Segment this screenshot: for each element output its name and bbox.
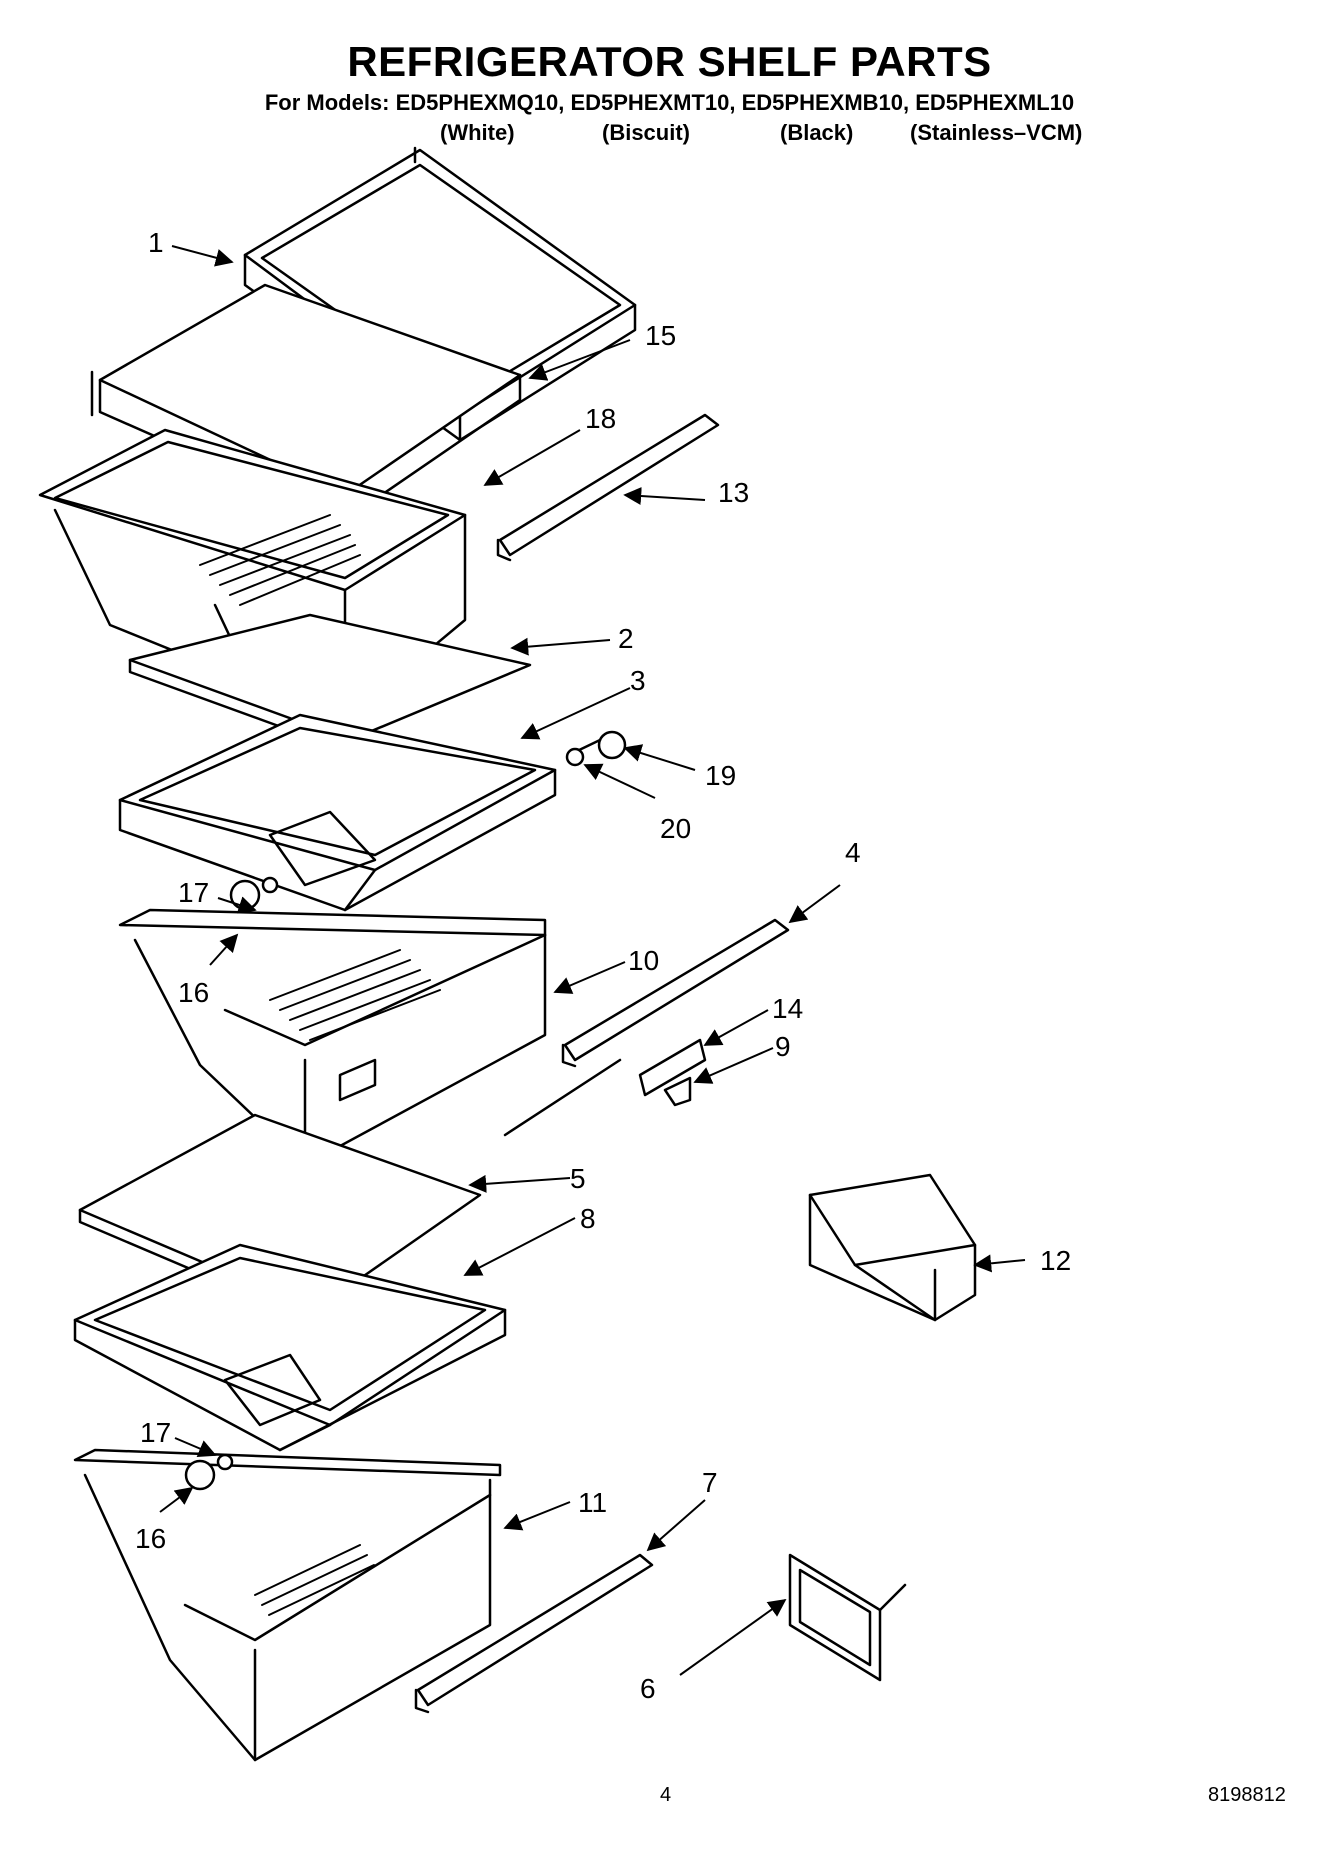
part-6-holder xyxy=(788,1553,907,1682)
callout-15: 15 xyxy=(645,320,676,351)
leader-2 xyxy=(510,637,611,656)
callout-16-lower: 16 xyxy=(135,1523,166,1554)
part-11-crisper xyxy=(73,1448,502,1762)
callout-17-lower: 17 xyxy=(140,1417,171,1448)
models-line: For Models: ED5PHEXMQ10, ED5PHEXMT10, ED… xyxy=(264,90,1075,115)
variant-black: (Black) xyxy=(780,120,854,145)
leader-17b xyxy=(174,1437,217,1457)
leader-15 xyxy=(528,339,631,381)
callout-16-upper: 16 xyxy=(178,977,209,1008)
leader-17a xyxy=(217,896,257,914)
part-4-rail xyxy=(561,918,790,1068)
variant-biscuit: (Biscuit) xyxy=(602,120,690,145)
callout-14: 14 xyxy=(772,993,803,1024)
part-14-bracket xyxy=(638,1038,707,1097)
callout-7: 7 xyxy=(702,1467,718,1498)
leader-12 xyxy=(973,1254,1026,1273)
callout-18: 18 xyxy=(585,403,616,434)
leader-18 xyxy=(483,429,581,486)
part-8-cover-frame xyxy=(73,1243,507,1452)
page-title: REFRIGERATOR SHELF PARTS xyxy=(347,38,992,85)
callout-5: 5 xyxy=(570,1163,586,1194)
leader-10 xyxy=(553,961,626,994)
part-19-20-bolt xyxy=(565,730,627,767)
leader-13 xyxy=(623,487,706,505)
leader-16a xyxy=(209,933,239,966)
callout-19: 19 xyxy=(705,760,736,791)
callout-12: 12 xyxy=(1040,1245,1071,1276)
leader-19 xyxy=(623,744,696,771)
leader-6 xyxy=(679,1598,787,1676)
leader-3 xyxy=(520,687,631,740)
callout-10: 10 xyxy=(628,945,659,976)
callout-8: 8 xyxy=(580,1203,596,1234)
part-16-17-roller-lower xyxy=(184,1453,234,1491)
leader-4 xyxy=(788,884,841,924)
part-13-rail xyxy=(496,413,720,562)
leader-20 xyxy=(583,763,656,799)
leader-9 xyxy=(693,1047,774,1084)
callout-11: 11 xyxy=(578,1487,607,1518)
leader-11 xyxy=(503,1501,571,1531)
leader-14 xyxy=(703,1009,769,1046)
callout-17-upper: 17 xyxy=(178,877,209,908)
part-10-crisper xyxy=(118,908,547,1167)
part-3-cover-frame xyxy=(118,713,557,912)
callout-6: 6 xyxy=(640,1673,656,1704)
variant-white: (White) xyxy=(440,120,515,145)
leader-1 xyxy=(171,245,234,267)
leader-7 xyxy=(646,1499,706,1552)
callout-13: 13 xyxy=(718,477,749,508)
callout-3: 3 xyxy=(630,665,646,696)
leader-8 xyxy=(463,1217,576,1276)
callout-9: 9 xyxy=(775,1031,791,1062)
part-9-clip xyxy=(663,1076,692,1107)
page-number: 4 xyxy=(660,1784,672,1806)
part-7-rail xyxy=(414,1553,654,1714)
callout-4: 4 xyxy=(845,837,861,868)
variant-stainless: (Stainless–VCM) xyxy=(910,120,1083,145)
callout-2: 2 xyxy=(618,623,634,654)
callout-20: 20 xyxy=(660,813,691,844)
callout-1: 1 xyxy=(148,227,164,258)
document-number: 8198812 xyxy=(1208,1784,1286,1806)
leader-5 xyxy=(468,1174,571,1193)
part-12-bin xyxy=(808,1173,977,1322)
leader-16b xyxy=(159,1486,194,1513)
